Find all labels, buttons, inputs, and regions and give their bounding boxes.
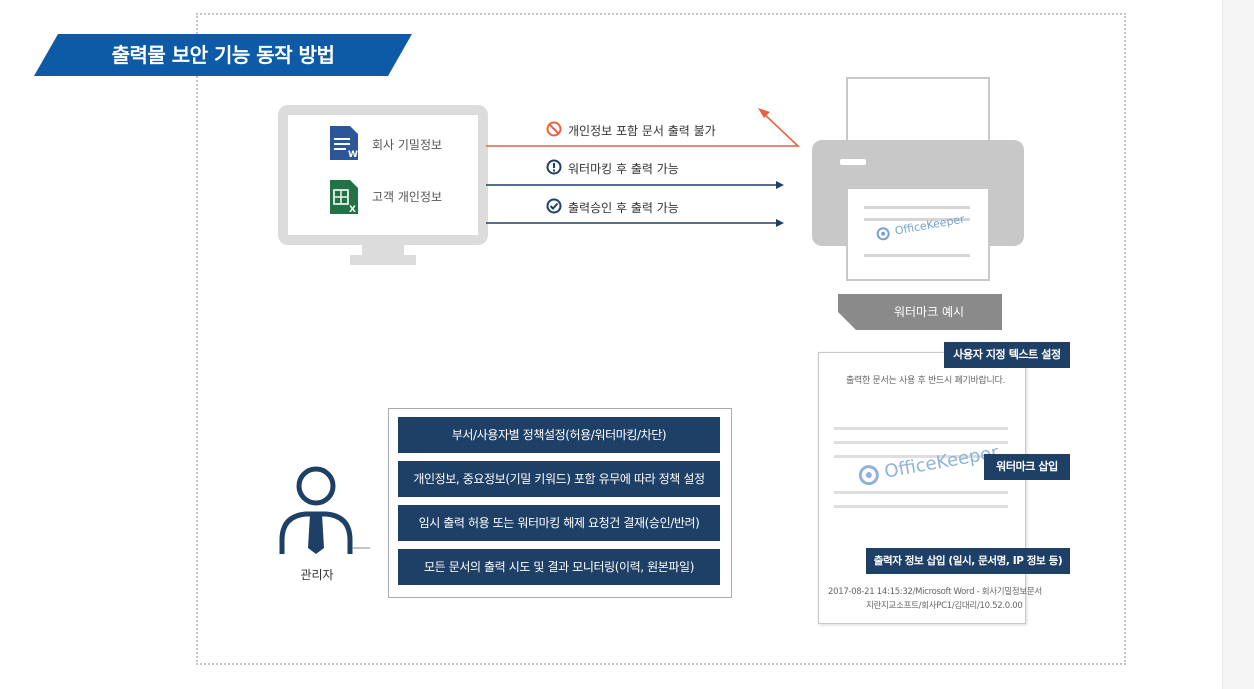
printer-illustration [812, 77, 1024, 281]
flow-arrows [486, 108, 801, 227]
sample-document [818, 352, 1026, 624]
exclamation-icon [546, 159, 562, 175]
sample-watermark: OfficeKeeper [856, 441, 1000, 487]
officekeeper-logo-large-icon [858, 465, 879, 486]
excel-icon: X [330, 180, 358, 214]
admin-item-approval: 임시 출력 허용 또는 워터마킹 해제 요청건 결재(승인/반려) [398, 505, 720, 541]
printer-watermark: OfficeKeeper [874, 209, 966, 243]
document-lines [834, 427, 1008, 508]
watermark-example-label: 워터마크 예시 [893, 305, 965, 319]
right-scroll-strip [1222, 0, 1254, 689]
doc-label-personal-info: 고객 개인정보 [372, 190, 443, 204]
admin-item-monitoring: 모든 문서의 출력 시도 및 결과 모니터링(이력, 원본파일) [398, 549, 720, 585]
check-circle-icon [546, 198, 562, 214]
diagram-frame [196, 13, 1126, 665]
title-banner-shape [34, 34, 412, 76]
badge-printer-info: 출력자 정보 삽입 (일시, 문서명, IP 정보 등) [866, 548, 1070, 574]
printer-info-line2: 지란지교소프트/회사PC1/김대리/10.52.0.00 [866, 601, 1023, 611]
admin-item-policy: 부서/사용자별 정책설정(허용/워터마킹/차단) [398, 417, 720, 453]
admin-person-icon [279, 466, 370, 554]
admin-item-keyword-policy: 개인정보, 중요정보(기밀 키워드) 포함 유무에 따라 정책 설정 [398, 461, 720, 497]
watermark-example-banner [838, 294, 1002, 330]
blocked-arrow [486, 111, 801, 147]
word-icon: W [330, 126, 358, 160]
svg-text:X: X [349, 205, 356, 214]
custom-text: 출력한 문서는 사용 후 반드시 폐기바랍니다. [846, 376, 1006, 386]
printer-info-line1: 2017-08-21 14:15:32/Microsoft Word - 회사기… [828, 587, 1042, 597]
prohibited-icon [546, 121, 562, 137]
badge-custom-text: 사용자 지정 텍스트 설정 [944, 342, 1070, 368]
officekeeper-logo-icon [876, 226, 890, 240]
svg-text:W: W [348, 150, 358, 160]
flow-label-approval: 출력승인 후 출력 가능 [568, 201, 679, 215]
badge-watermark: 워터마크 삽입 [984, 454, 1070, 480]
title-banner: 출력물 보안 기능 동작 방법 [34, 34, 412, 76]
monitor-illustration [278, 105, 488, 265]
flow-label-blocked: 개인정보 포함 문서 출력 불가 [568, 124, 716, 138]
page-title: 출력물 보안 기능 동작 방법 [111, 43, 335, 67]
doc-label-confidential: 회사 기밀정보 [372, 138, 443, 152]
flow-label-watermark: 워터마킹 후 출력 가능 [568, 162, 679, 176]
admin-label: 관리자 [300, 568, 334, 582]
